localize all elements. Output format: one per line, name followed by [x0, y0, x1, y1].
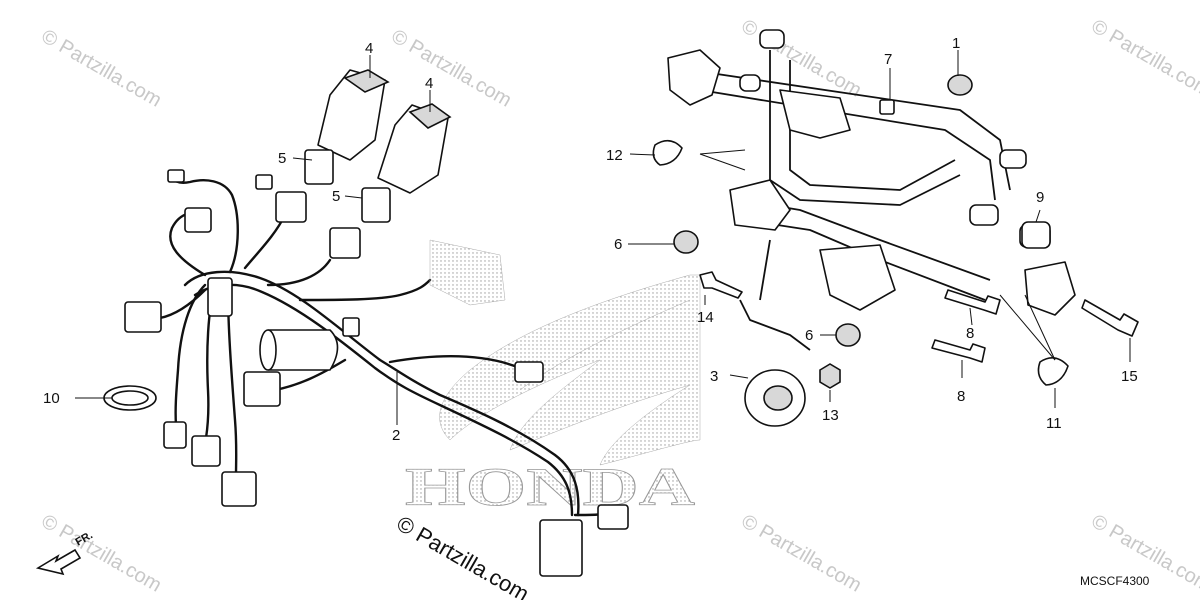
horn-stay: [739, 299, 811, 351]
callout-1: 1: [952, 35, 960, 52]
connector-cover-4a-top: [343, 69, 390, 93]
frame-left-arm: [769, 50, 961, 206]
grommet-1: [947, 74, 973, 96]
watermark-5: © Partzilla.com: [38, 510, 166, 596]
horn-center: [763, 385, 793, 411]
upper-frame-bar-2: [699, 89, 996, 201]
callout-12: 12: [606, 147, 623, 164]
connector-small: [255, 174, 273, 190]
connector-bottom-3: [221, 471, 257, 507]
bolt-14: [699, 271, 743, 299]
frame-tube-end-5: [739, 74, 761, 92]
frame-bracket-center: [729, 179, 791, 231]
connector-bottom-2: [191, 435, 221, 467]
watermark-4: © Partzilla.com: [1088, 15, 1200, 101]
hardware-parts: [652, 74, 1139, 427]
honda-logo-text: HONDA: [405, 457, 695, 517]
connector-left-lower: [243, 371, 281, 407]
callout-5b: 5: [332, 188, 340, 205]
cable-band-inner: [111, 390, 149, 406]
connector-cover-4a: [317, 69, 386, 161]
horn-stay-2: [759, 239, 771, 301]
honda-wing-logo: HONDA: [405, 274, 701, 517]
callout-8a: 8: [966, 325, 974, 342]
callout-6a: 6: [614, 236, 622, 253]
connector-covers: [275, 69, 452, 259]
connector-mid: [207, 277, 233, 317]
grommet-6b: [835, 323, 861, 347]
callouts: 1 2 3 4 4 5 5 6 6 7 8 8 9 10 11 12 13 14…: [43, 35, 1138, 444]
connector-right-small: [514, 361, 544, 383]
connector-5a: [304, 149, 334, 185]
callout-9: 9: [1036, 189, 1044, 206]
frame-plate: [779, 89, 851, 139]
connector-cover-4b-top: [408, 103, 452, 129]
callout-13: 13: [822, 407, 839, 424]
connector-far-left: [124, 301, 162, 333]
frame-tube-end-1: [999, 149, 1027, 169]
callout-10: 10: [43, 390, 60, 407]
connector-5b-lower: [329, 227, 361, 259]
bolt-8a: [944, 289, 1001, 315]
callout-2: 2: [392, 427, 400, 444]
callout-3: 3: [710, 368, 718, 385]
collar-9: [1021, 221, 1051, 249]
frame-tube-end-2: [969, 204, 999, 226]
main-connector: [539, 519, 583, 577]
clamp-12: [652, 139, 683, 166]
clip-7: [879, 99, 895, 115]
connector-top-left: [167, 169, 185, 183]
diagram-code: MCSCF4300: [1080, 574, 1150, 588]
connector-5b: [361, 187, 391, 223]
callout-14: 14: [697, 309, 714, 326]
callout-7: 7: [884, 51, 892, 68]
callout-8b: 8: [957, 388, 965, 405]
clamp-11: [1037, 357, 1069, 386]
front-arrow-icon: [35, 548, 82, 576]
copyright-watermark: © Partzilla.com: [393, 511, 534, 600]
connector-bottom-1: [163, 421, 187, 449]
callout-4a: 4: [365, 40, 373, 57]
frame-mount-left: [667, 49, 721, 106]
connector-cover: [429, 239, 506, 306]
frame-tube-end-4: [759, 29, 785, 49]
connector-bottom-right: [597, 504, 629, 530]
callout-4b: 4: [425, 75, 433, 92]
frame-bracket-lower: [819, 244, 896, 311]
callout-6b: 6: [805, 327, 813, 344]
bolt-15: [1081, 299, 1139, 337]
callout-5a: 5: [278, 150, 286, 167]
connector-left: [184, 207, 212, 233]
capacitor-end: [259, 329, 277, 371]
callout-11: 11: [1046, 415, 1062, 432]
frame-bracket-right: [1024, 261, 1076, 316]
grommet-6a: [673, 230, 699, 254]
watermark-6: © Partzilla.com: [738, 510, 866, 596]
frame-left-arm-2: [789, 60, 956, 191]
leader-lines: [75, 50, 1131, 425]
nut-13: [819, 363, 841, 389]
connector-5a-lower: [275, 191, 307, 223]
frame-stay: [667, 29, 1076, 351]
bolt-8b: [931, 339, 986, 363]
callout-15: 15: [1121, 368, 1138, 385]
harness-connectors: [103, 169, 629, 577]
harness-clip: [342, 317, 360, 337]
watermark-2: © Partzilla.com: [388, 25, 516, 111]
watermark-1: © Partzilla.com: [38, 25, 166, 111]
